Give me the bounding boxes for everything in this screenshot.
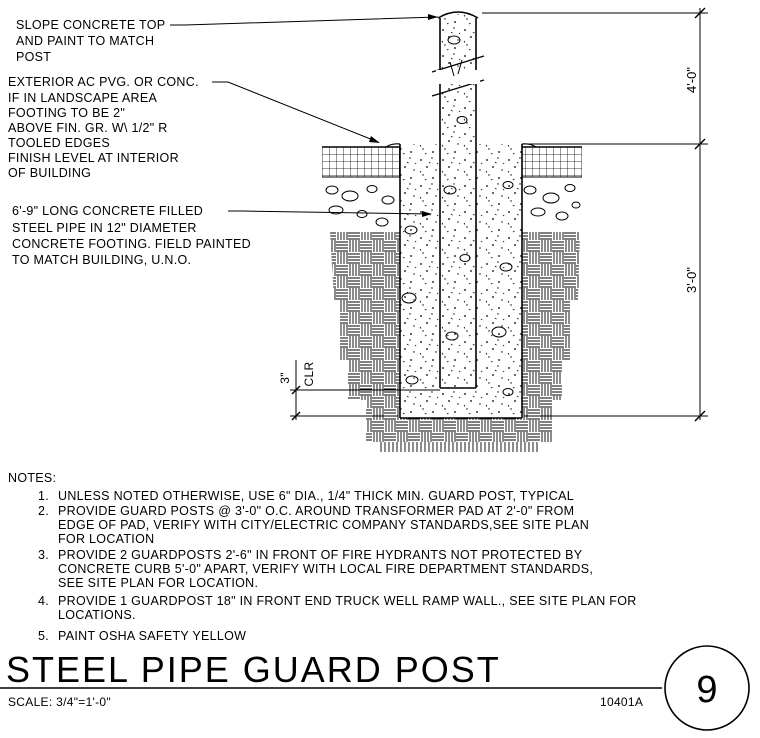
- note-line: CONCRETE CURB 5'-0" APART, VERIFY WITH L…: [58, 562, 593, 576]
- callout-line: IF IN LANDSCAPE AREA: [8, 91, 157, 105]
- leader-arrowheads: [369, 14, 438, 217]
- note-line: FOR LOCATION: [58, 532, 154, 546]
- note-number: 1.: [38, 489, 49, 503]
- callout-steel-pipe: 6'-9" LONG CONCRETE FILLED STEEL PIPE IN…: [12, 204, 251, 267]
- note-line: PROVIDE 2 GUARDPOSTS 2'-6" IN FRONT OF F…: [58, 548, 583, 562]
- dimension-below-grade: 3'-0": [684, 267, 699, 293]
- leader-lines: [170, 16, 439, 215]
- note-number: 3.: [38, 548, 49, 562]
- notes-heading: NOTES:: [8, 471, 56, 485]
- pavement-section: [322, 146, 582, 178]
- callout-line: TOOLED EDGES: [8, 136, 110, 150]
- callout-line: AND PAINT TO MATCH: [16, 34, 154, 48]
- dimension-lines: [290, 7, 708, 422]
- callout-line: TO MATCH BUILDING, U.N.O.: [12, 253, 191, 267]
- note-line: SEE SITE PLAN FOR LOCATION.: [58, 576, 258, 590]
- note-number: 4.: [38, 594, 49, 608]
- callout-line: SLOPE CONCRETE TOP: [16, 18, 165, 32]
- callout-line: POST: [16, 50, 51, 64]
- callout-line: 6'-9" LONG CONCRETE FILLED: [12, 204, 203, 218]
- note-line: PAINT OSHA SAFETY YELLOW: [58, 629, 246, 643]
- callout-line: FOOTING TO BE 2": [8, 106, 125, 120]
- callout-line: CONCRETE FOOTING. FIELD PAINTED: [12, 237, 251, 251]
- detail-number: 9: [696, 669, 717, 711]
- steel-pipe-post: [431, 11, 485, 389]
- callout-line: STEEL PIPE IN 12" DIAMETER: [12, 221, 197, 235]
- native-soil: [330, 232, 580, 452]
- callout-exterior-paving: EXTERIOR AC PVG. OR CONC. IF IN LANDSCAP…: [8, 75, 199, 180]
- notes-section: NOTES: 1. UNLESS NOTED OTHERWISE, USE 6"…: [8, 471, 637, 643]
- drawing-code: 10401A: [600, 695, 643, 709]
- detail-number-circle: [664, 645, 750, 731]
- callout-line: ABOVE FIN. GR. W\ 1/2" R: [8, 121, 168, 135]
- note-line: EDGE OF PAD, VERIFY WITH CITY/ELECTRIC C…: [58, 518, 589, 532]
- note-line: UNLESS NOTED OTHERWISE, USE 6" DIA., 1/4…: [58, 489, 574, 503]
- note-line: PROVIDE 1 GUARDPOST 18" IN FRONT END TRU…: [58, 594, 637, 608]
- callout-line: FINISH LEVEL AT INTERIOR: [8, 151, 179, 165]
- callout-line: OF BUILDING: [8, 166, 91, 180]
- drawing-title: STEEL PIPE GUARD POST: [6, 649, 501, 690]
- title-block: STEEL PIPE GUARD POST SCALE: 3/4"=1'-0" …: [0, 645, 750, 731]
- gravel-base: [325, 184, 581, 227]
- drawing-scale: SCALE: 3/4"=1'-0": [8, 695, 111, 709]
- callout-slope-top: SLOPE CONCRETE TOP AND PAINT TO MATCH PO…: [16, 18, 165, 64]
- dimension-clearance: 3": [278, 372, 292, 384]
- note-line: LOCATIONS.: [58, 608, 136, 622]
- note-number: 2.: [38, 504, 49, 518]
- note-line: PROVIDE GUARD POSTS @ 3'-0" O.C. AROUND …: [58, 504, 574, 518]
- note-number: 5.: [38, 629, 49, 643]
- dimension-above-grade: 4'-0": [684, 67, 699, 93]
- dimension-clearance-label: CLR: [302, 362, 316, 387]
- callout-line: EXTERIOR AC PVG. OR CONC.: [8, 75, 199, 89]
